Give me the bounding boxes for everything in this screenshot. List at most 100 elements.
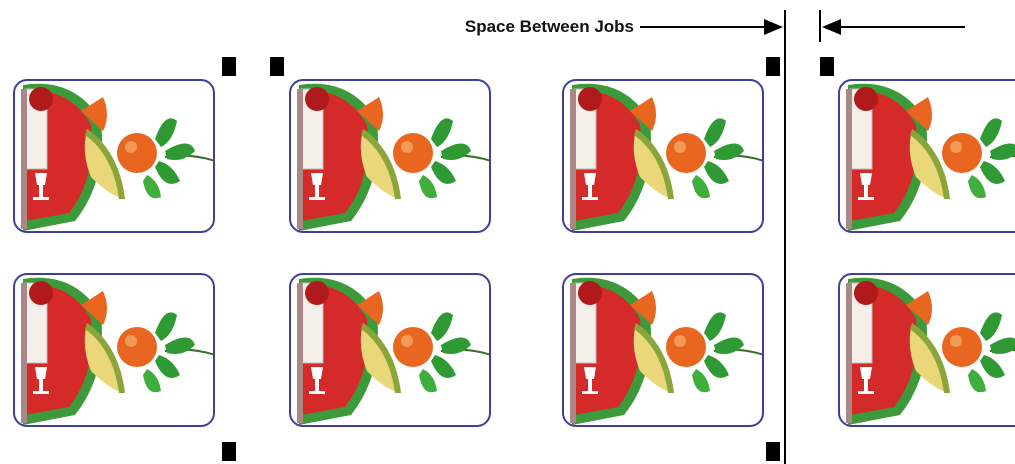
cup-icon — [309, 173, 325, 200]
orange-highlight — [401, 141, 413, 153]
label-card — [289, 79, 491, 233]
glass-shadow — [297, 283, 303, 423]
cup-icon — [582, 367, 598, 394]
orange-highlight — [674, 141, 686, 153]
leaf — [704, 161, 729, 184]
label-card — [562, 273, 764, 427]
leaf — [990, 337, 1015, 354]
cup-icon — [33, 173, 49, 200]
leaf — [704, 118, 726, 147]
dimension-line-right — [819, 10, 821, 42]
orange-wedge — [630, 97, 656, 131]
registration-mark — [222, 57, 236, 76]
red-fruit — [578, 281, 602, 305]
fruit-artwork — [846, 83, 1015, 231]
leaf — [990, 143, 1015, 160]
right-arrow-head — [822, 19, 841, 35]
orange-highlight — [950, 141, 962, 153]
melon-wedge — [84, 129, 125, 199]
leaf — [165, 143, 195, 160]
registration-mark — [820, 57, 834, 76]
red-fruit — [29, 281, 53, 305]
leaf — [441, 143, 471, 160]
label-card — [562, 79, 764, 233]
red-fruit — [305, 87, 329, 111]
orange — [942, 133, 982, 173]
label-card — [13, 273, 215, 427]
glass-shadow — [21, 89, 27, 229]
orange-wedge — [630, 291, 656, 325]
orange — [117, 133, 157, 173]
leaf — [165, 337, 195, 354]
cup-icon — [858, 367, 874, 394]
glass-shadow — [21, 283, 27, 423]
dimension-label: Space Between Jobs — [464, 17, 634, 36]
orange-wedge — [357, 97, 383, 131]
melon-rind — [910, 129, 950, 199]
melon-rind — [910, 323, 950, 393]
orange — [393, 133, 433, 173]
leaf — [419, 369, 437, 393]
fruit-artwork — [570, 83, 762, 231]
label-card — [838, 79, 1015, 233]
melon-rind — [361, 323, 401, 393]
leaf — [980, 161, 1005, 184]
glass-shadow — [570, 283, 576, 423]
label-card — [838, 273, 1015, 427]
registration-mark — [270, 57, 284, 76]
orange-wedge — [81, 97, 107, 131]
leaf — [704, 355, 729, 378]
cup-icon — [33, 367, 49, 394]
melon-wedge — [360, 129, 401, 199]
leaf — [714, 337, 744, 354]
fruit-artwork — [570, 277, 762, 425]
orange-highlight — [125, 141, 137, 153]
leaf — [692, 369, 710, 393]
leaf — [431, 118, 453, 147]
label-card — [13, 79, 215, 233]
registration-mark — [766, 57, 780, 76]
registration-mark — [222, 442, 236, 461]
glass-shadow — [846, 283, 852, 423]
melon-rind — [85, 129, 125, 199]
cup-icon — [309, 367, 325, 394]
orange — [942, 327, 982, 367]
cup-icon — [582, 173, 598, 200]
fruit-artwork — [297, 277, 489, 425]
leaf — [441, 337, 471, 354]
leaf — [704, 312, 726, 341]
label-card — [289, 273, 491, 427]
melon-wedge — [360, 323, 401, 393]
fruit-artwork — [297, 83, 489, 231]
glass-shadow — [846, 89, 852, 229]
red-fruit — [578, 87, 602, 111]
leaf — [155, 118, 177, 147]
dimension-line-left — [784, 10, 786, 464]
leaf — [968, 369, 986, 393]
red-fruit — [854, 87, 878, 111]
glass-shadow — [570, 89, 576, 229]
cup-icon — [858, 173, 874, 200]
leaf — [155, 312, 177, 341]
red-fruit — [29, 87, 53, 111]
red-fruit — [305, 281, 329, 305]
orange — [666, 327, 706, 367]
orange — [666, 133, 706, 173]
orange-wedge — [357, 291, 383, 325]
leaf — [714, 143, 744, 160]
orange-wedge — [906, 291, 932, 325]
melon-wedge — [633, 323, 674, 393]
leaf — [143, 175, 161, 199]
leaf — [968, 175, 986, 199]
leaf — [980, 355, 1005, 378]
orange-highlight — [950, 335, 962, 347]
leaf — [143, 369, 161, 393]
glass-shadow — [297, 89, 303, 229]
leaf — [155, 161, 180, 184]
leaf — [431, 161, 456, 184]
leaf — [431, 355, 456, 378]
orange-highlight — [674, 335, 686, 347]
orange-highlight — [125, 335, 137, 347]
